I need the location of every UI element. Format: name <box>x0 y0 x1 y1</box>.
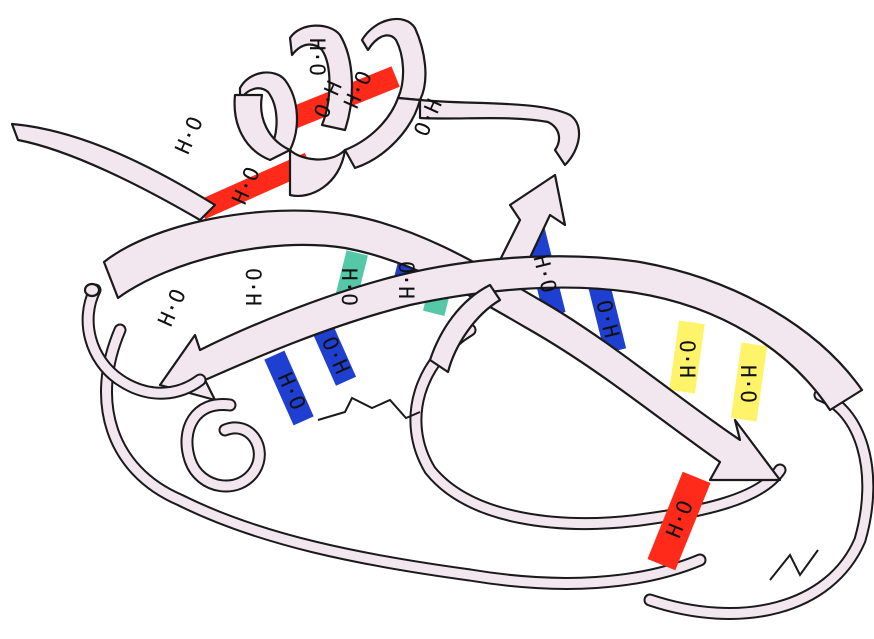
free-group-label: O·H <box>241 268 265 306</box>
free-group-label: H·O <box>171 113 208 157</box>
free-group-label: H·O <box>305 38 329 76</box>
h-bond-label: O·H <box>591 298 623 341</box>
h-bond-label: O·H <box>675 340 699 378</box>
free-group-label: H·O <box>153 285 190 329</box>
terminal-zigzag <box>770 550 818 580</box>
side-chain <box>318 398 420 420</box>
h-bond-label: O·H <box>394 261 418 299</box>
h-bond-label: H·O <box>736 365 760 403</box>
h-bond-label: H·O <box>227 163 264 207</box>
h-bond-label: H·O <box>337 268 361 306</box>
